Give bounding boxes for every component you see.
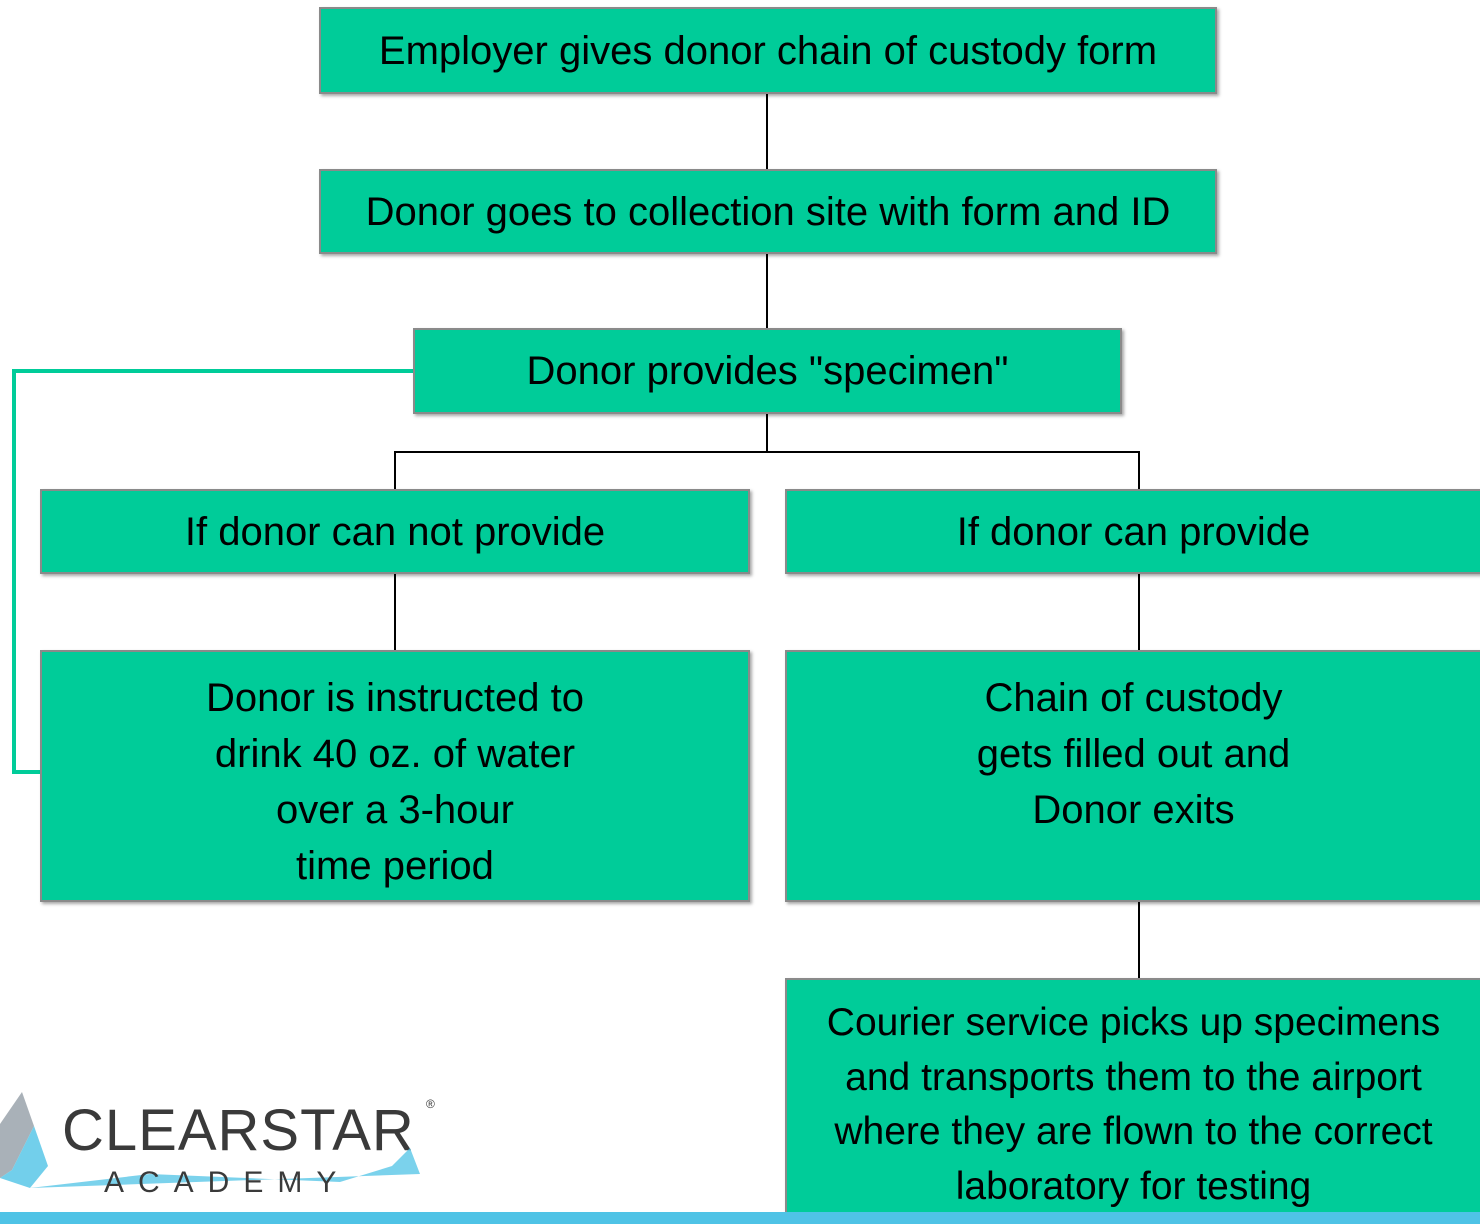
- loop-connector-vertical: [12, 369, 16, 774]
- node-courier-label: Courier service picks up specimens and t…: [826, 1001, 1441, 1208]
- node-cannot-provide: If donor can not provide: [40, 489, 750, 574]
- connector-branch-horizontal: [394, 451, 1140, 453]
- loop-connector-bottom: [12, 770, 42, 774]
- loop-connector-top: [12, 369, 414, 373]
- node-cannot-provide-label: If donor can not provide: [184, 509, 606, 554]
- connector-site-to-specimen: [766, 254, 768, 328]
- node-chain-filled-label: Chain of custody gets filled out and Don…: [976, 676, 1291, 832]
- connector-employer-to-site: [766, 94, 768, 169]
- node-can-provide-label: If donor can provide: [956, 509, 1311, 554]
- logo-star-mark-icon: [0, 1092, 34, 1178]
- node-employer: Employer gives donor chain of custody fo…: [319, 7, 1217, 94]
- node-provides-specimen: Donor provides "specimen": [413, 328, 1122, 414]
- node-collection-site-label: Donor goes to collection site with form …: [365, 189, 1171, 234]
- connector-specimen-down: [766, 414, 768, 452]
- node-chain-filled: Chain of custody gets filled out and Don…: [785, 650, 1480, 902]
- bottom-accent-band: [0, 1212, 1480, 1224]
- node-drink-water: Donor is instructed to drink 40 oz. of w…: [40, 650, 750, 902]
- node-employer-label: Employer gives donor chain of custody fo…: [378, 28, 1158, 73]
- connector-branch-left: [394, 451, 396, 489]
- connector-cannot-to-water: [394, 574, 396, 650]
- node-can-provide: If donor can provide: [785, 489, 1480, 574]
- connector-can-to-chain: [1138, 574, 1140, 650]
- logo-sub-text: ACADEMY: [104, 1166, 350, 1198]
- logo-swoosh: [30, 1148, 420, 1188]
- node-courier: Courier service picks up specimens and t…: [785, 978, 1480, 1224]
- connector-branch-right: [1138, 451, 1140, 489]
- clearstar-academy-logo: CLEARSTAR ® ACADEMY: [0, 1092, 435, 1198]
- node-collection-site: Donor goes to collection site with form …: [319, 169, 1217, 254]
- logo-registered-mark: ®: [426, 1097, 435, 1111]
- node-drink-water-label: Donor is instructed to drink 40 oz. of w…: [206, 676, 584, 888]
- connector-chain-to-courier: [1138, 902, 1140, 978]
- node-provides-specimen-label: Donor provides "specimen": [526, 349, 1009, 393]
- logo-brand-text: CLEARSTAR: [62, 1098, 415, 1163]
